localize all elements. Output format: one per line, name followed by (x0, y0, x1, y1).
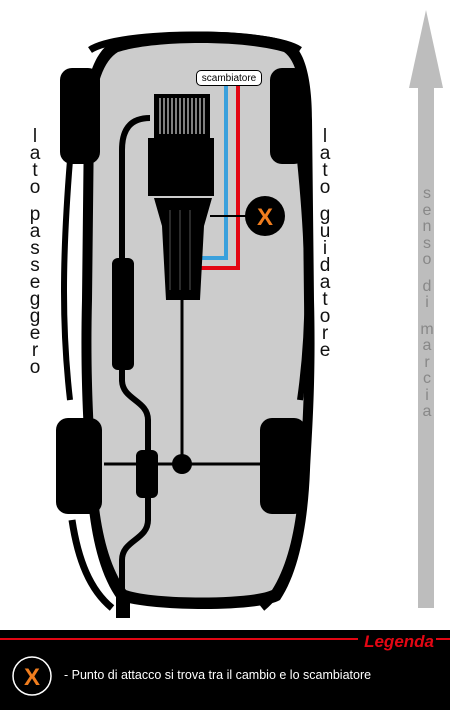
direction-letter: i (425, 386, 429, 404)
exhaust-muffler-front (112, 258, 134, 370)
passenger-side-letter: s (30, 255, 40, 276)
exhaust-muffler-rear (136, 450, 158, 498)
rear-bumper-left (68, 519, 115, 611)
passenger-side-letter: t (32, 160, 38, 181)
driver-side-letter: e (319, 340, 331, 361)
direction-letter: i (425, 294, 429, 311)
attachment-marker-icon: X (12, 656, 52, 696)
passenger-side-letter: r (31, 340, 39, 361)
wheel-front-left (60, 68, 100, 164)
passenger-side-letter: e (29, 323, 41, 344)
driver-side-letter: u (319, 221, 331, 242)
wheel-front-right (270, 68, 306, 164)
driver-side-letter: d (319, 255, 331, 276)
passenger-side-letter: a (29, 143, 41, 164)
gearbox (154, 198, 212, 300)
direction-letter: s (423, 234, 431, 252)
attachment-marker-icon: X (245, 196, 285, 236)
passenger-side-letter: g (29, 306, 41, 327)
driver-side-letter: t (322, 160, 328, 181)
legend-panel: Legenda X - Punto di attacco si trova tr… (0, 630, 450, 710)
direction-letter: d (422, 277, 432, 295)
driver-side-letter: o (319, 306, 331, 327)
direction-letter: a (422, 403, 432, 420)
driver-side-letter: o (319, 177, 331, 198)
exhaust-tip (116, 592, 130, 618)
passenger-side-letter: a (29, 221, 41, 242)
engine-block (154, 94, 210, 138)
legend-divider (0, 638, 450, 640)
direction-letter: e (422, 201, 432, 219)
front-bumper (88, 31, 302, 54)
direction-letter: s (423, 185, 431, 202)
passenger-side-letter: p (29, 204, 41, 225)
driver-side-letter: g (319, 204, 331, 225)
direction-arrow-icon (409, 10, 443, 608)
body-contour-right (297, 159, 311, 401)
driver-side-letter: i (322, 238, 328, 259)
engine-fins (159, 98, 205, 134)
gearbox-ribs (169, 210, 191, 290)
differential (172, 454, 192, 474)
exhaust-pipe (119, 115, 151, 600)
passenger-side-letter: g (29, 289, 41, 310)
exchanger-label: scambiatore (196, 70, 262, 86)
direction-letter: n (422, 218, 432, 235)
legend-title: Legenda (358, 630, 436, 652)
direction-letter: c (423, 370, 431, 387)
cooler-line-red (190, 82, 240, 270)
passenger-side-letter: s (30, 238, 40, 259)
wheel-rear-right (260, 418, 306, 514)
legend-description: - Punto di attacco si trova tra il cambi… (64, 668, 372, 682)
wheel-rear-left (56, 418, 102, 514)
direction-letter: a (422, 337, 432, 354)
passenger-side-letter: o (29, 357, 41, 378)
direction-letter: o (422, 251, 432, 268)
body-contour-left (61, 159, 73, 401)
marker-letter: X (257, 204, 273, 231)
rear-bumper-right (259, 519, 304, 611)
direction-letter: r (424, 353, 430, 371)
passenger-side-letter: l (32, 126, 38, 147)
passenger-side-letter: e (29, 272, 41, 293)
driver-side-letter: r (321, 323, 329, 344)
driver-side-letter: t (322, 289, 328, 310)
legend-marker-letter: X (24, 664, 40, 691)
car-underbody-diagram: X (56, 10, 443, 618)
driver-side-letter: a (319, 272, 331, 293)
direction-letter: m (420, 320, 434, 338)
engine-lower (148, 138, 214, 196)
driver-side-letter: l (322, 126, 328, 147)
passenger-side-letter: o (29, 177, 41, 198)
driver-side-letter: a (319, 143, 331, 164)
